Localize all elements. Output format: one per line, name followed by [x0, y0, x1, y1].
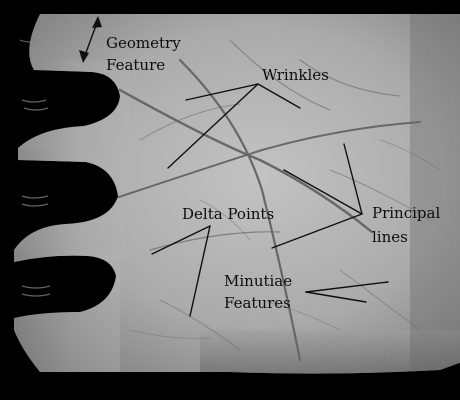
delta-label: Delta Points — [182, 205, 274, 223]
minutiae-label-line2: Features — [224, 294, 291, 312]
geometry-label-line1: Geometry — [106, 34, 181, 52]
wrinkles-label: Wrinkles — [262, 66, 329, 84]
minutiae-label-line1: Minutiae — [224, 272, 292, 290]
geometry-label-line2: Feature — [106, 56, 165, 74]
principal-label-line1: Principal — [372, 204, 440, 222]
principal-label-line2: lines — [372, 228, 408, 246]
